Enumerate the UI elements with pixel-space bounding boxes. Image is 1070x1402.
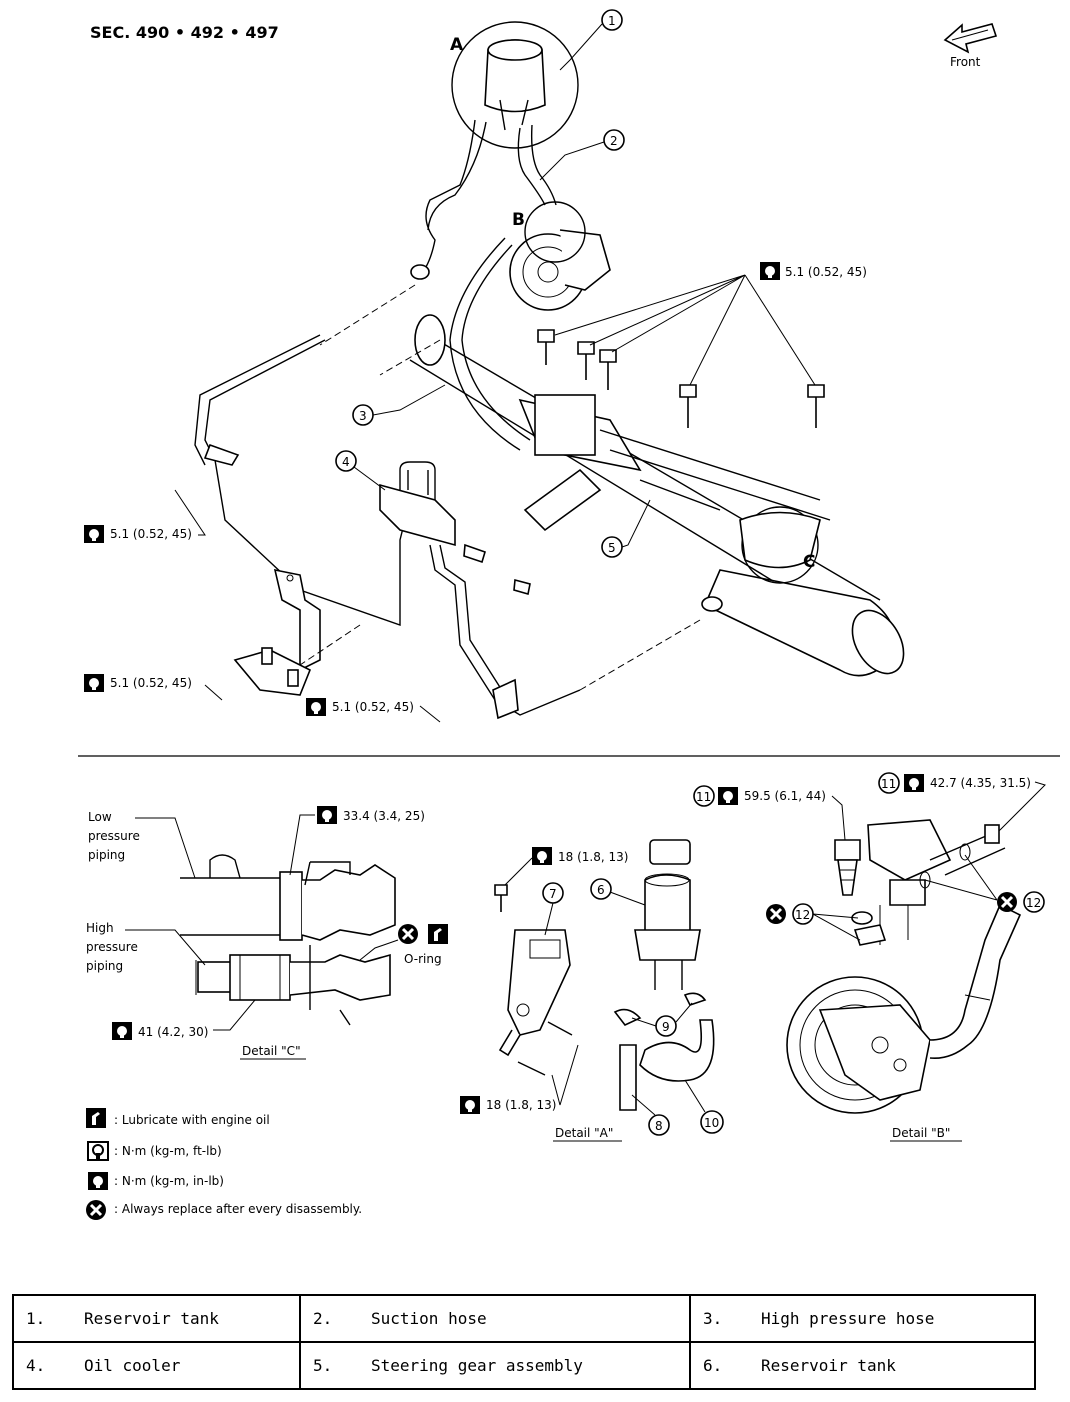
torque-icon: [904, 774, 924, 792]
cooler-bracket: [233, 568, 321, 696]
low-pressure-label-2: pressure: [88, 829, 140, 843]
table-cell: 3.High pressure hose: [689, 1294, 1036, 1343]
svg-text:12: 12: [1026, 896, 1041, 910]
svg-text:7: 7: [549, 887, 557, 901]
callout-c: C: [803, 552, 815, 572]
svg-text:10: 10: [704, 1116, 719, 1130]
return-pipe: [204, 339, 406, 626]
callout-2: 2: [603, 129, 625, 151]
callout-6: 6: [590, 878, 612, 900]
parts-table: 1.Reservoir tank 2.Suction hose 3.High p…: [12, 1294, 1036, 1390]
front-arrow-icon: [943, 23, 998, 54]
table-row: 1.Reservoir tank 2.Suction hose 3.High p…: [12, 1294, 1036, 1343]
torque-icon: [760, 262, 780, 280]
torque-5-1-bracket: 5.1 (0.52, 45): [110, 676, 192, 690]
replace-legend-icon: [84, 1198, 108, 1222]
svg-text:9: 9: [662, 1020, 670, 1034]
torque-5-1-bottom: 5.1 (0.52, 45): [332, 700, 414, 714]
section-label: SEC. 490 • 492 • 497: [90, 23, 279, 42]
torque-icon: [84, 674, 104, 692]
oring-label: O-ring: [404, 952, 442, 966]
torque-icon: [532, 847, 552, 865]
torque-icon: [317, 806, 337, 824]
high-pressure-label-2: pressure: [86, 940, 138, 954]
detail-c-caption: Detail "C": [242, 1044, 301, 1058]
high-pressure-label-1: High: [86, 921, 114, 935]
replace-icon: [764, 902, 788, 926]
low-pressure-label-3: piping: [88, 848, 125, 862]
torque-ftlb-legend-icon: [87, 1141, 109, 1161]
callout-11b: 11: [878, 772, 900, 794]
torque-inlb-legend-icon: [88, 1172, 108, 1190]
detail-a-drawing: [494, 839, 715, 1111]
callout-9: 9: [655, 1015, 677, 1037]
diagram-canvas: SEC. 490 • 492 • 497 Front A B: [78, 9, 1060, 1222]
mount-bolts: [537, 329, 825, 428]
legend-replace: : Always replace after every disassembly…: [114, 1202, 362, 1216]
svg-text:2: 2: [610, 134, 618, 148]
torque-5-1-top: 5.1 (0.52, 45): [785, 265, 867, 279]
reservoir-tank-detail-a: [451, 21, 579, 149]
callout-8: 8: [648, 1114, 670, 1136]
front-label: Front: [950, 55, 981, 69]
torque-59-5: 59.5 (6.1, 44): [744, 789, 826, 803]
callout-10: 10: [700, 1110, 724, 1134]
table-cell: 5.Steering gear assembly: [299, 1341, 691, 1390]
svg-text:11: 11: [696, 790, 711, 804]
torque-icon: [84, 525, 104, 543]
replace-icon: [995, 890, 1019, 914]
callout-5: 5: [601, 536, 623, 558]
lubricate-legend-icon: [86, 1108, 106, 1128]
callout-b: B: [512, 210, 525, 230]
torque-icon: [112, 1022, 132, 1040]
callout-4: 4: [335, 450, 357, 472]
table-cell: 4.Oil cooler: [12, 1341, 301, 1390]
high-pressure-hose: [449, 237, 521, 451]
callout-1: 1: [601, 9, 623, 31]
legend-nm-inlb: : N·m (kg-m, in-lb): [114, 1174, 224, 1188]
oil-cooler: [379, 461, 456, 547]
table-cell: 6.Reservoir tank: [689, 1341, 1036, 1390]
power-steering-pump: [509, 201, 611, 311]
torque-18-bottom: 18 (1.8, 13): [486, 1098, 556, 1112]
torque-33-4: 33.4 (3.4, 25): [343, 809, 425, 823]
svg-text:8: 8: [655, 1119, 663, 1133]
torque-icon: [718, 787, 738, 805]
torque-icon: [306, 698, 326, 716]
callout-7: 7: [542, 882, 564, 904]
detail-b-drawing: [786, 819, 1022, 1114]
callout-11a: 11: [693, 785, 715, 807]
legend-nm-ftlb: : N·m (kg-m, ft-lb): [114, 1144, 222, 1158]
suction-hose-left: [419, 119, 476, 276]
low-pressure-label-1: Low: [88, 810, 112, 824]
torque-18-top: 18 (1.8, 13): [558, 850, 628, 864]
high-pressure-label-3: piping: [86, 959, 123, 973]
table-cell: 1.Reservoir tank: [12, 1294, 301, 1343]
lubricate-icon: [428, 924, 448, 944]
callout-12b: 12: [1023, 891, 1045, 913]
torque-42-7: 42.7 (4.35, 31.5): [930, 776, 1031, 790]
torque-icon: [460, 1096, 480, 1114]
suction-hose: [517, 127, 546, 206]
svg-text:11: 11: [881, 777, 896, 791]
svg-text:4: 4: [342, 455, 350, 469]
torque-5-1-left: 5.1 (0.52, 45): [110, 527, 192, 541]
callout-3: 3: [352, 404, 374, 426]
table-row: 4.Oil cooler 5.Steering gear assembly 6.…: [12, 1341, 1036, 1390]
callout-a: A: [450, 35, 464, 55]
detail-a-caption: Detail "A": [555, 1126, 613, 1140]
svg-text:1: 1: [608, 14, 616, 28]
svg-text:3: 3: [359, 409, 367, 423]
legend-lubricate: : Lubricate with engine oil: [114, 1113, 270, 1127]
replace-icon: [396, 922, 420, 946]
detail-c-drawing: [180, 854, 396, 1026]
detail-b-caption: Detail "B": [892, 1126, 950, 1140]
table-cell: 2.Suction hose: [299, 1294, 691, 1343]
torque-41: 41 (4.2, 30): [138, 1025, 208, 1039]
svg-text:6: 6: [597, 883, 605, 897]
svg-text:12: 12: [795, 908, 810, 922]
steering-gear-assembly: [409, 314, 905, 677]
svg-text:5: 5: [608, 541, 616, 555]
callout-12a: 12: [792, 903, 814, 925]
